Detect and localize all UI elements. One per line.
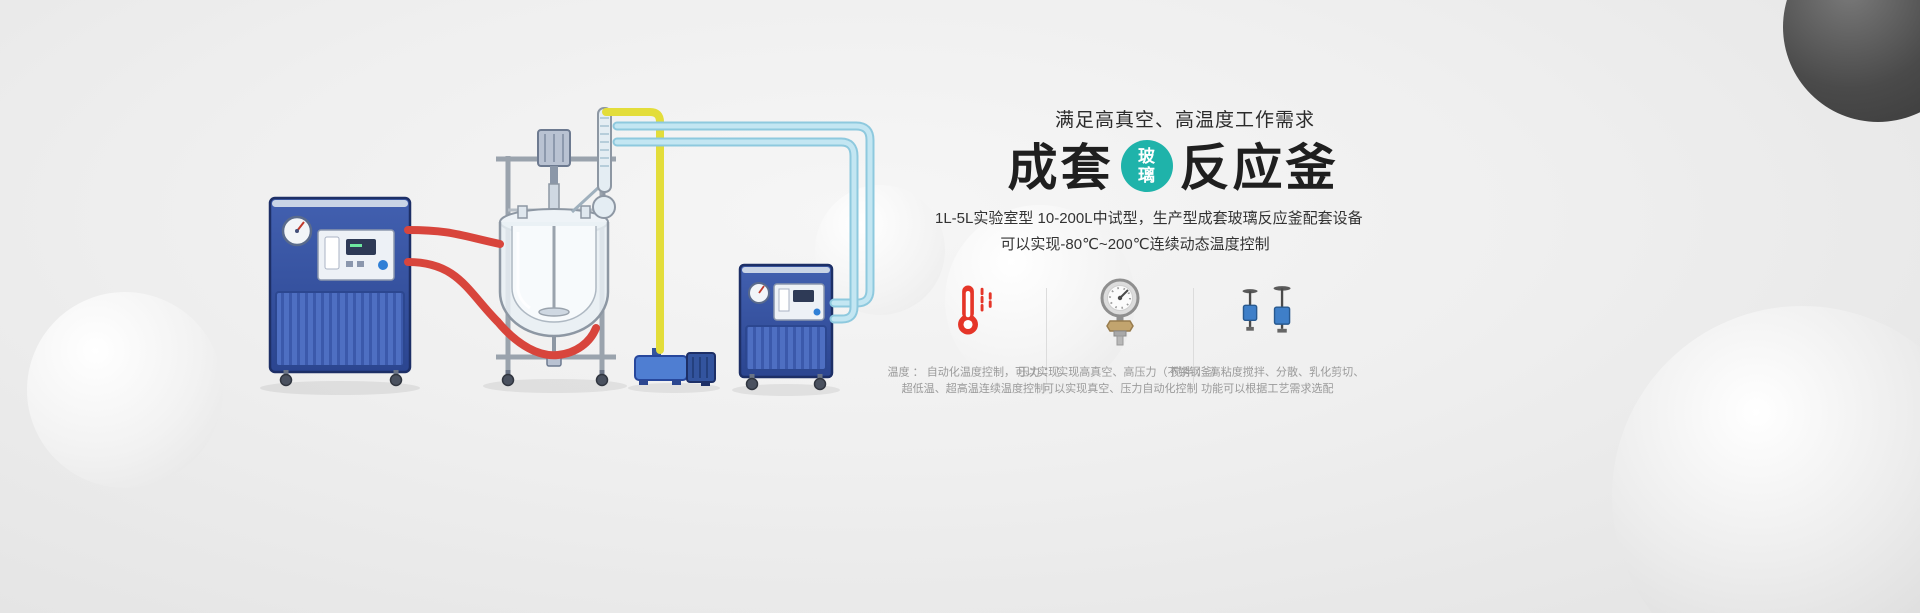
pressure-gauge-icon <box>1088 268 1152 352</box>
recirculating-chiller <box>738 263 834 391</box>
decor-sphere-large-gray <box>1612 306 1920 613</box>
stirrer-icon <box>1235 268 1299 352</box>
tagline: 满足高真空、高温度工作需求 <box>1054 110 1315 131</box>
unit-shadows <box>260 379 840 396</box>
feature-pressure-line1: 压力 ： 实现高真空、高压力（不锈钢釜） <box>1017 365 1223 379</box>
feature-stirring-line1: 搅拌 ： 高粘度搅拌、分散、乳化剪切、 <box>1170 365 1364 379</box>
glass-reactor <box>496 107 616 387</box>
feature-stirring: 搅拌 ： 高粘度搅拌、分散、乳化剪切、 功能可以根据工艺需求选配 <box>1170 268 1364 398</box>
title-right: 反应釜 <box>1179 140 1339 196</box>
subtitle-line-2: 可以实现-80℃~200℃连续动态温度控制 <box>1000 236 1270 253</box>
feature-stirring-text: 搅拌 ： 高粘度搅拌、分散、乳化剪切、 功能可以根据工艺需求选配 <box>1170 363 1364 396</box>
feature-temperature-text: 温度 ： 自动化温度控制，可以实现 超低温、超高温连续温度控制 <box>887 363 1059 396</box>
equipment-illustration <box>260 107 875 396</box>
yellow-vacuum-tubing <box>602 108 664 354</box>
decor-sphere-behind-reactor <box>815 185 945 315</box>
feature-divider <box>1193 288 1194 384</box>
feature-pressure: 压力 ： 实现高真空、高压力（不锈钢釜） 可以实现真空、压力自动化控制 <box>1018 268 1222 398</box>
feature-temperature-line1: 温度 ： 自动化温度控制，可以实现 <box>887 365 1059 379</box>
decor-sphere-left <box>27 292 223 488</box>
chiller-control-panel <box>773 283 825 321</box>
thermometer-icon <box>944 268 1002 352</box>
stirrer-motor <box>537 129 571 186</box>
main-title: 成套 玻璃 反应釜 <box>973 140 1373 196</box>
circulator-control-panel <box>317 229 395 281</box>
stirrer-right <box>1273 286 1291 333</box>
feature-temperature-line2: 超低温、超高温连续温度控制 <box>901 381 1045 395</box>
feature-stirring-line2: 功能可以根据工艺需求选配 <box>1200 381 1334 395</box>
decor-sphere-dark <box>1783 0 1920 122</box>
vacuum-pump <box>634 348 716 386</box>
chiller-gauge <box>748 282 770 304</box>
headline-block: 满足高真空、高温度工作需求 成套 玻璃 反应釜 1L-5L实验室型 10-200… <box>935 105 1363 258</box>
red-circulation-tubing <box>404 226 600 360</box>
circulator-gauge <box>281 215 313 247</box>
reactor-vessel <box>498 183 610 367</box>
feature-divider <box>1046 288 1047 384</box>
stirrer-left <box>1242 289 1258 331</box>
feature-row: 温度 ： 自动化温度控制，可以实现 超低温、超高温连续温度控制 <box>887 268 1364 398</box>
heating-cooling-circulator <box>268 196 412 387</box>
condenser-column <box>570 107 616 219</box>
feature-pressure-line2: 可以实现真空、压力自动化控制 <box>1042 381 1198 395</box>
circulator-vent-grille <box>275 291 405 367</box>
feature-temperature: 温度 ： 自动化温度控制，可以实现 超低温、超高温连续温度控制 <box>887 268 1059 398</box>
subtitle-line-1: 1L-5L实验室型 10-200L中试型，生产型成套玻璃反应釜配套设备 <box>935 210 1363 227</box>
title-left: 成套 <box>1007 140 1114 196</box>
glass-badge: 玻璃 <box>1120 140 1173 192</box>
chiller-vent-grille <box>745 325 827 371</box>
glass-badge-label: 玻璃 <box>1137 146 1155 185</box>
feature-pressure-text: 压力 ： 实现高真空、高压力（不锈钢釜） 可以实现真空、压力自动化控制 <box>1018 363 1223 396</box>
cyan-coolant-tubing <box>612 121 875 324</box>
